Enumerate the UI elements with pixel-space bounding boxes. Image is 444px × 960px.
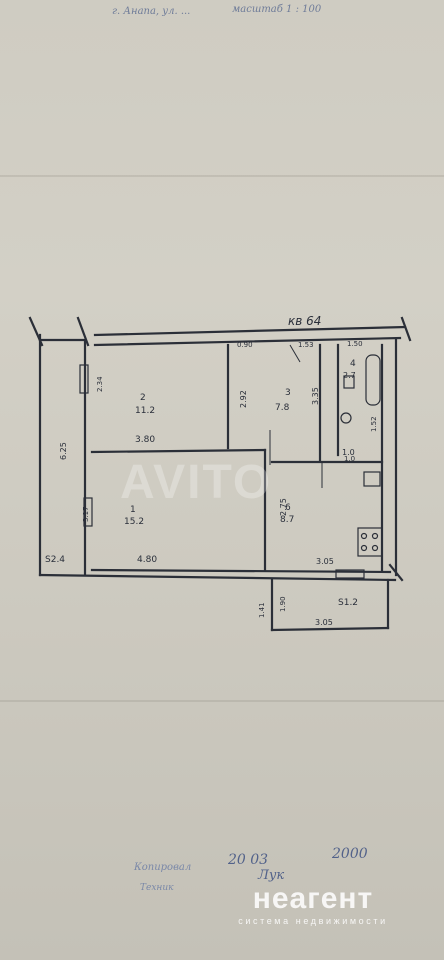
kitchen-sink: [363, 471, 381, 487]
wall-outer-bottom-2: [90, 568, 392, 574]
dim-label: 0.90: [237, 341, 253, 349]
dim-label-vertical: 3.17: [82, 506, 90, 522]
room-2-number: 2: [140, 393, 146, 403]
brand-tagline: система недвижимости: [238, 916, 388, 926]
room-6-area: 8.7: [280, 515, 294, 525]
bathtub: [365, 354, 381, 406]
wall-balcony-bottom: [270, 626, 390, 632]
sink: [343, 375, 355, 389]
toilet: [340, 412, 352, 424]
dim-label: 1.53: [298, 341, 314, 349]
wall-room2-bottom: [90, 448, 267, 454]
dim-label-vertical: 6.25: [59, 442, 68, 460]
signature: Лук: [258, 868, 285, 883]
dim-label-vertical: 2.75: [279, 498, 288, 516]
wall-stub: [388, 563, 404, 582]
dim-label-vertical: 1.90: [279, 596, 287, 612]
room-6-number: 6: [285, 503, 291, 513]
copy-stamp-date: 20 03: [228, 852, 269, 868]
dim-label: 3.80: [135, 435, 155, 445]
room-4-number: 4: [350, 359, 356, 369]
room-1-number: 1: [130, 505, 136, 515]
room-2-area: 11.2: [135, 406, 155, 416]
dim-label: S1.2: [338, 598, 358, 608]
dim-label: 1.50: [347, 340, 363, 348]
wall-outer-bottom: [38, 573, 397, 582]
header-address-text: г. Анапа, ул. ...: [112, 6, 191, 17]
wall-stub: [76, 316, 90, 347]
dim-label: 1.0: [344, 455, 355, 463]
wall-outer-top: [93, 325, 407, 337]
dim-label-vertical: 3.35: [311, 387, 320, 405]
wall-outer-top-2: [93, 336, 402, 347]
avito-watermark: AVITO: [120, 456, 273, 509]
room-3-area: 7.8: [275, 403, 290, 413]
dim-label-vertical: 1.41: [258, 602, 266, 618]
neagent-logo: неагент система недвижимости: [218, 882, 408, 927]
wall-stub: [28, 316, 44, 347]
dim-label-vertical: 2.34: [96, 376, 104, 392]
wall-stub: [400, 316, 412, 342]
window-left-top: [79, 364, 89, 394]
dim-label: 3.05: [315, 618, 333, 627]
room-4-area: 2.7: [343, 371, 356, 380]
room-5-area: 1.0: [342, 448, 355, 457]
paper-fold-line: [0, 175, 444, 177]
engineer-label: Техник: [140, 883, 174, 893]
dim-label: 4.80: [137, 555, 157, 565]
window-left-bottom: [83, 497, 93, 527]
paper-fold-line: [0, 700, 444, 702]
apartment-number-label: кв 64: [288, 314, 321, 328]
room-3-number: 3: [285, 388, 291, 398]
brand-name: неагент: [252, 882, 374, 915]
dim-label: S2.4: [45, 555, 65, 565]
stove: [357, 527, 383, 557]
copy-stamp-year: 2000: [332, 846, 368, 862]
window-kitchen: [335, 569, 365, 579]
dim-label: 3.05: [316, 557, 334, 566]
copy-stamp-label: Копировал: [134, 862, 192, 873]
dim-label-vertical: 1.52: [370, 416, 378, 432]
header-scale-text: масштаб 1 : 100: [232, 4, 322, 15]
room-1-area: 15.2: [124, 517, 144, 527]
dim-label-vertical: 2.92: [239, 390, 248, 408]
